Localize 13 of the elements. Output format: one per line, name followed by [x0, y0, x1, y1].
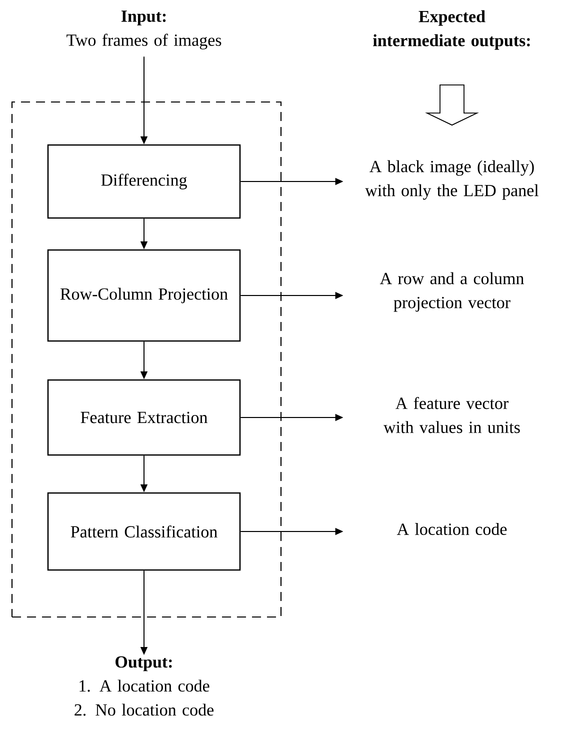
output-description: A row and a column projection vector	[380, 272, 524, 312]
process-box: Pattern Classification	[47, 492, 241, 571]
heading-text: Expected intermediate outputs:	[373, 10, 530, 50]
process-box: Differencing	[47, 144, 241, 219]
dashed-boundary-box	[11, 101, 282, 618]
heading-text: Input: Two frames of images	[66, 10, 222, 50]
output-description: A black image (ideally) with only the LED panel	[365, 160, 539, 200]
process-box: Row-Column Projection	[47, 249, 241, 342]
output-description: A feature vector with values in units	[384, 396, 520, 434]
heading-text: Output: 1. A location code 2. No location code	[74, 656, 214, 716]
block-arrow	[425, 84, 479, 126]
process-box: Feature Extraction	[47, 379, 241, 456]
output-description: A location code	[396, 523, 507, 535]
